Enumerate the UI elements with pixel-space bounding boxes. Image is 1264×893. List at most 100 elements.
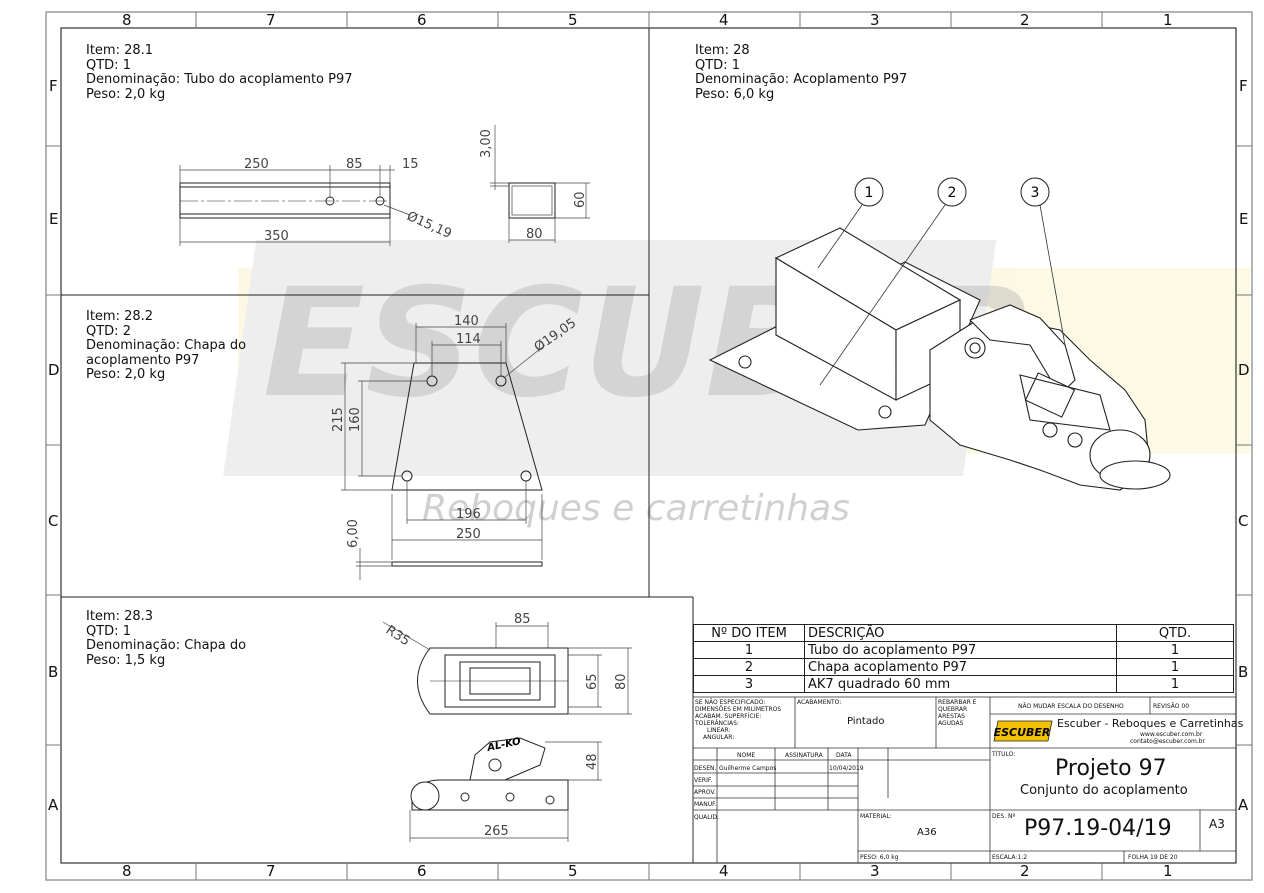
zone-row-d-right: D [1238,361,1250,379]
tb-material-label: MATERIAL: [860,813,892,820]
tb-row-qual: QUALID. [694,814,719,821]
zone-col-1-bottom: 1 [1163,862,1173,880]
zone-row-f-left: F [49,77,58,95]
zone-row-d-left: D [48,361,60,379]
zone-col-2-bottom: 2 [1020,862,1030,880]
bom-header-row: Nº DO ITEM DESCRIÇÃO QTD. [693,624,1234,642]
bom-cell-desc: Chapa acoplamento P97 [804,658,1117,676]
dim-6: 6,00 [346,519,361,548]
item-28-1-qtd: QTD: 1 [86,57,131,73]
balloon-2-label: 2 [948,185,957,201]
dim-250: 250 [244,157,269,172]
dim-15: 15 [402,157,419,172]
tb-spec-5: LINEAR: [707,727,731,734]
tb-escala: ESCALA:1:2 [992,854,1028,861]
tb-titulo-label: TÍTULO: [992,751,1016,758]
bom-cell-qtd: 1 [1116,641,1234,659]
bom-header-item: Nº DO ITEM [693,624,805,642]
plate-dims [341,323,546,580]
tube-dims [179,165,411,246]
zone-ticks [46,12,1252,880]
tb-col-assinatura: ASSINATURA [785,752,823,759]
tb-des-no: P97.19-04/19 [1024,816,1172,841]
item-28-3-peso: Peso: 1,5 kg [86,652,166,668]
dim-85: 85 [346,157,363,172]
item-28-3-info: Item: 28.3 QTD: 1 Denominação: Chapa do … [86,609,246,668]
item-28-peso: Peso: 6,0 kg [695,86,775,102]
item-28-2-item: Item: 28.2 [86,309,154,324]
item-28-3-qtd: QTD: 1 [86,623,131,639]
dim-80c: 80 [614,673,629,690]
item-28-2-qtd: QTD: 2 [86,323,131,339]
zone-row-e-right: E [1239,210,1249,228]
tube-side-view [179,182,391,219]
tb-title: Projeto 97 [1055,756,1167,781]
tb-desen-nome: Guilherme Campos [719,765,777,772]
item-28-1-info: Item: 28.1 QTD: 1 Denominação: Tubo do a… [86,43,353,102]
zone-col-3-bottom: 3 [870,862,880,880]
dim-114: 114 [456,332,481,347]
zone-col-7-bottom: 7 [266,862,276,880]
tb-rebarbar: REBARBAR E QUEBRAR ARESTAS AGUDAS [938,699,976,727]
tb-folha: FOLHA 19 DE 20 [1128,854,1178,861]
zone-col-5-top: 5 [568,11,578,29]
dim-60: 60 [573,191,588,208]
item-28-2-denom: Denominação: Chapa do [86,338,247,353]
dim-dia-tube: Ø15,19 [404,209,453,242]
tb-spec-3: ACABAM. SUPERFÍCIE: [695,713,762,720]
bom-header-qtd: QTD. [1116,624,1234,642]
tb-subtitle: Conjunto do acoplamento [1020,783,1188,798]
table-row: 1 Tubo do acoplamento P97 1 [693,641,1234,659]
item-28-qtd: QTD: 1 [695,57,740,73]
zone-row-f-right: F [1239,77,1248,95]
bom-cell-qtd: 1 [1116,675,1234,693]
dim-48: 48 [585,753,600,770]
zone-col-7-top: 7 [266,11,276,29]
zone-col-4-top: 4 [719,11,729,29]
bom-cell-item: 1 [693,641,805,659]
escuber-logo [993,720,1053,742]
dim-65: 65 [585,673,600,690]
zone-col-2-top: 2 [1020,11,1030,29]
tube-section [490,125,590,243]
tb-rebarbar-1: REBARBAR E [938,699,977,706]
tb-peso: PESO: 6,0 kg [860,854,899,861]
item-28-item: Item: 28 [695,43,750,58]
zone-row-b-right: B [1238,663,1249,681]
tb-spec-1: SE NÃO ESPECIFICADO: [695,699,766,706]
dim-85c: 85 [514,612,531,627]
tb-spec-4: TOLERÂNCIAS: [695,720,739,727]
coupler-side-view [410,737,569,811]
table-row: 2 Chapa acoplamento P97 1 [693,658,1234,676]
table-row: 3 AK7 quadrado 60 mm 1 [693,675,1234,693]
item-28-denom: Denominação: Acoplamento P97 [695,72,908,87]
tb-spec: SE NÃO ESPECIFICADO: DIMENSÕES EM MILÍME… [695,699,781,741]
dim-3: 3,00 [479,129,494,158]
tb-rebarbar-4: AGUDAS [938,720,964,727]
balloon-3 [1020,177,1050,207]
item-28-2-info: Item: 28.2 QTD: 2 Denominação: Chapa do … [86,309,247,383]
tb-revisao: REVISÃO 00 [1153,703,1190,710]
logo-text: ESCUBER [994,726,1051,739]
tb-site: www.escuber.com.br [1140,731,1203,738]
tb-nao-mudar: NÃO MUDAR ESCALA DO DESENHO [1018,703,1124,710]
tb-acab-value: Pintado [847,716,885,727]
item-28-info: Item: 28 QTD: 1 Denominação: Acoplamento… [695,43,908,102]
tb-spec-2: DIMENSÕES EM MILÍMETROS [695,706,782,713]
bom-cell-desc: AK7 quadrado 60 mm [804,675,1117,693]
dim-215: 215 [331,407,346,432]
dim-265: 265 [484,824,509,839]
bom-cell-qtd: 1 [1116,658,1234,676]
zone-row-a-right: A [1238,796,1249,814]
zone-col-5-bottom: 5 [568,862,578,880]
zone-row-c-right: C [1238,512,1249,530]
dim-80: 80 [526,227,543,242]
zone-row-b-left: B [48,663,59,681]
watermark-slogan: Reboques e carretinhas [422,488,850,529]
zone-col-4-bottom: 4 [719,862,729,880]
bom-cell-item: 3 [693,675,805,693]
titleblock-grid [692,696,1237,864]
bom-cell-desc: Tubo do acoplamento P97 [804,641,1117,659]
balloon-2 [937,177,967,207]
